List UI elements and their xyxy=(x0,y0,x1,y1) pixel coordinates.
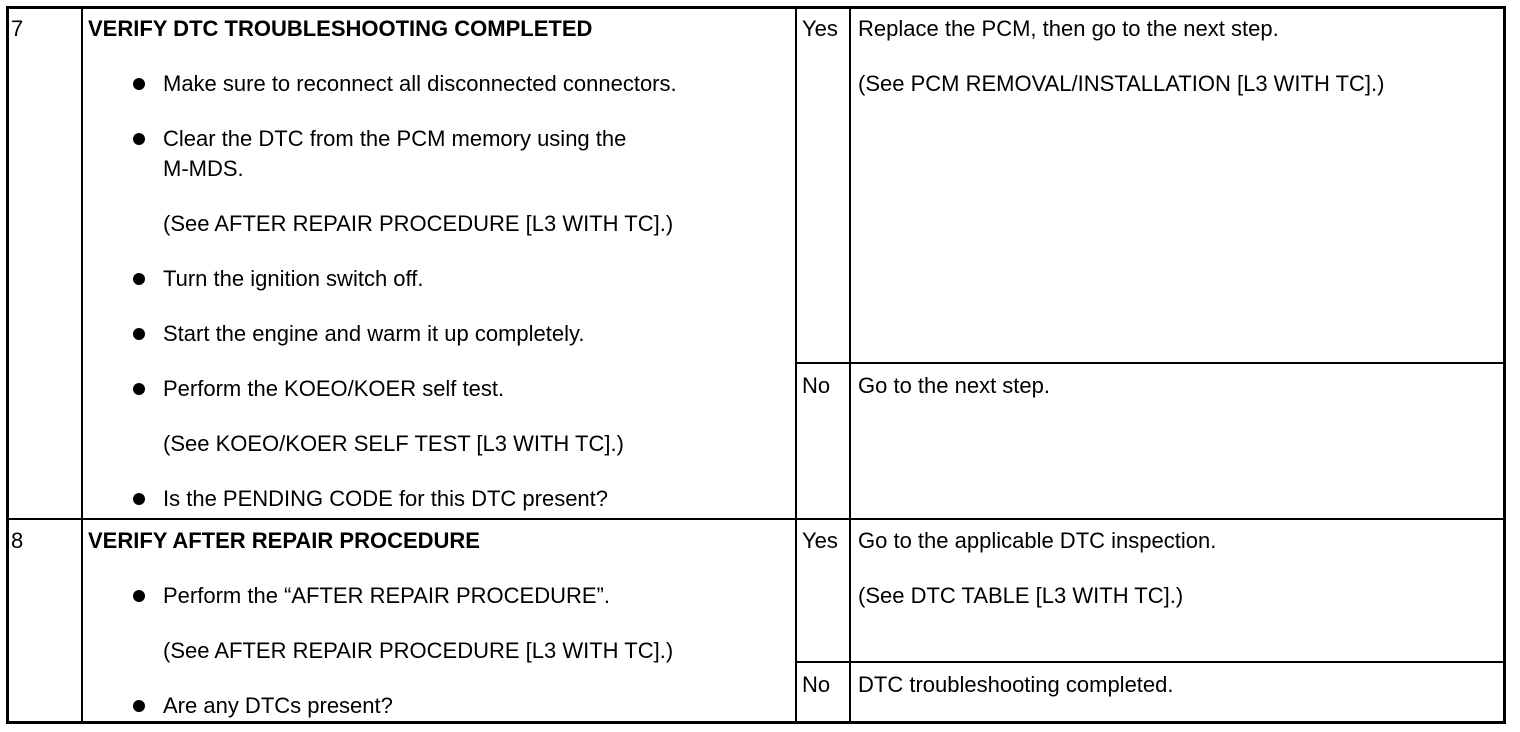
step-instruction: Start the engine and warm it up complete… xyxy=(163,321,585,346)
step-question: Is the PENDING CODE for this DTC present… xyxy=(163,486,609,511)
answer-yes-label: Yes xyxy=(802,16,838,41)
step-title: VERIFY DTC TROUBLESHOOTING COMPLETED xyxy=(88,16,593,41)
column-divider-answer xyxy=(795,6,797,724)
step-title: VERIFY AFTER REPAIR PROCEDURE xyxy=(88,528,480,553)
row-divider-step-7-8 xyxy=(6,518,1506,520)
step-instruction: Perform the “AFTER REPAIR PROCEDURE”. xyxy=(163,583,610,608)
answer-no-label: No xyxy=(802,373,831,398)
reference-note: (See AFTER REPAIR PROCEDURE [L3 WITH TC]… xyxy=(163,211,674,236)
bullet-icon xyxy=(133,78,145,90)
bullet-icon xyxy=(133,700,145,712)
reference-note: (See KOEO/KOER SELF TEST [L3 WITH TC].) xyxy=(163,431,624,456)
column-divider-action xyxy=(849,6,851,724)
answer-yes-label: Yes xyxy=(802,528,838,553)
step-number: 8 xyxy=(11,528,24,553)
bullet-icon xyxy=(133,590,145,602)
bullet-icon xyxy=(133,383,145,395)
step-instruction-continuation: M-MDS. xyxy=(163,156,244,181)
troubleshooting-table xyxy=(6,6,1506,724)
action-text: Go to the next step. xyxy=(858,373,1051,398)
reference-note: (See AFTER REPAIR PROCEDURE [L3 WITH TC]… xyxy=(163,638,674,663)
reference-note: (See PCM REMOVAL/INSTALLATION [L3 WITH T… xyxy=(858,71,1385,96)
column-divider-step xyxy=(81,6,83,724)
answer-no-label: No xyxy=(802,672,831,697)
row-divider-step7-yes-no xyxy=(795,362,1506,364)
step-instruction: Clear the DTC from the PCM memory using … xyxy=(163,126,627,151)
bullet-icon xyxy=(133,328,145,340)
step-question: Are any DTCs present? xyxy=(163,693,393,718)
bullet-icon xyxy=(133,133,145,145)
bullet-icon xyxy=(133,493,145,505)
action-text: Go to the applicable DTC inspection. xyxy=(858,528,1217,553)
reference-note: (See DTC TABLE [L3 WITH TC].) xyxy=(858,583,1184,608)
step-instruction: Perform the KOEO/KOER self test. xyxy=(163,376,505,401)
action-text: Replace the PCM, then go to the next ste… xyxy=(858,16,1279,41)
bullet-icon xyxy=(133,273,145,285)
step-instruction: Turn the ignition switch off. xyxy=(163,266,424,291)
step-instruction: Make sure to reconnect all disconnected … xyxy=(163,71,677,96)
step-number: 7 xyxy=(11,16,24,41)
row-divider-step8-yes-no xyxy=(795,661,1506,663)
action-text: DTC troubleshooting completed. xyxy=(858,672,1174,697)
